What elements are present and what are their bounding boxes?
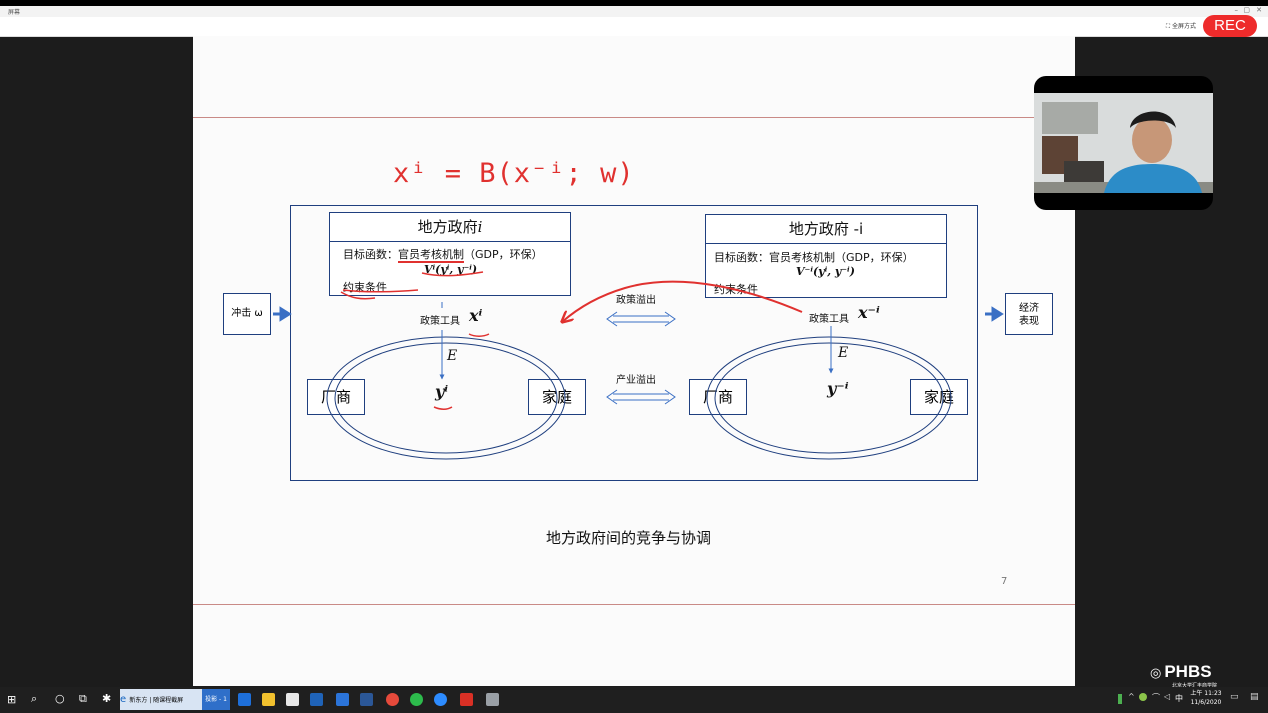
shock-box: 冲击 ω [223, 293, 271, 335]
output-y-neg-i: y⁻ⁱ [827, 379, 849, 398]
rec-badge[interactable]: REC [1203, 15, 1257, 37]
handwritten-underlines [340, 271, 490, 410]
industry-spillover-label: 产业溢出 [616, 375, 656, 386]
calculator-icon[interactable] [486, 693, 499, 706]
pdf-reader-icon[interactable] [460, 693, 473, 706]
slide: xⁱ = B(x⁻ⁱ; w) 地方政府i 目标函数：官员考核机制（GDP，环保）… [193, 36, 1075, 686]
ellipse-left [326, 336, 566, 460]
handwritten-formula: xⁱ = B(x⁻ⁱ; w) [393, 158, 635, 189]
file-explorer-icon[interactable] [262, 693, 275, 706]
zoom-icon[interactable] [434, 693, 447, 706]
action-center-icon[interactable]: ▤ [1250, 692, 1259, 702]
diagram-frame [290, 205, 978, 481]
ime-indicator[interactable]: 中 [1175, 694, 1183, 703]
gov-i-box: 地方政府i 目标函数：官员考核机制（GDP，环保） Vⁱ(yⁱ, y⁻ⁱ) 约束… [329, 212, 571, 296]
policy-tool-x-neg-i: x⁻ⁱ [858, 303, 880, 322]
tray-overflow-icon[interactable]: ^ [1128, 692, 1135, 701]
edge-icon: e [120, 694, 130, 705]
word-icon[interactable] [360, 693, 373, 706]
windows-start-icon[interactable]: ⊞ [7, 693, 17, 706]
gov-i-title: 地方政府i [330, 213, 570, 242]
shock-arrow [273, 306, 292, 322]
handwritten-spillover-arrow [562, 280, 803, 322]
webcam-preview[interactable] [1034, 76, 1213, 210]
notification-icon[interactable]: ▭ [1230, 692, 1239, 702]
mail-icon[interactable] [310, 693, 323, 706]
slide-caption: 地方政府间的竞争与协调 [546, 529, 712, 547]
fullscreen-button[interactable]: ⛶ 全屏方式 [1165, 23, 1196, 30]
industry-spillover-arrow [606, 389, 676, 405]
presenter-video [1034, 93, 1213, 193]
taskbar: ⊞ ⌕ ○ ⧉ ✱ e 新东方 | 随课程截屏 投影 - 1 ^ ⌒ ◁ 中 上… [0, 687, 1268, 713]
university-seal-icon: ◎ [1150, 665, 1162, 680]
maximize-icon[interactable]: ▢ [1243, 6, 1250, 14]
wechat-icon[interactable] [410, 693, 423, 706]
taskbar-active-app[interactable]: 投影 - 1 [202, 689, 230, 710]
task-view-icon[interactable]: ⧉ [79, 692, 87, 705]
slide-bottom-rule [193, 604, 1075, 605]
outlook-icon[interactable] [336, 693, 349, 706]
policy-tool-xi: xⁱ [469, 306, 483, 325]
taskbar-clock[interactable]: 上午 11:23 11/6/2020 [1190, 690, 1222, 706]
app-icon[interactable]: ✱ [102, 692, 112, 705]
e-label-left: E [447, 348, 458, 364]
title-bar: 屏幕 – ▢ ✕ [0, 6, 1268, 17]
tray-app-icon[interactable] [1139, 693, 1147, 701]
output-yi: yⁱ [435, 382, 449, 401]
e-label-right: E [838, 345, 849, 361]
edge-browser-icon[interactable] [238, 693, 251, 706]
firm-box-left: 厂商 [307, 379, 365, 415]
household-box-right: 家庭 [910, 379, 968, 415]
gov-neg-i-objective: 目标函数：官员考核机制（GDP，环保） [714, 251, 914, 264]
gov-i-objective: 目标函数：官员考核机制（GDP，环保） [343, 248, 543, 263]
battery-icon[interactable] [1118, 694, 1122, 704]
page-number: 7 [1001, 576, 1008, 587]
policy-tool-label-right: 政策工具 [809, 314, 849, 325]
econ-performance-box: 经济 表现 [1005, 293, 1053, 335]
volume-icon[interactable]: ◁ [1164, 692, 1171, 701]
top-black-strip [0, 0, 1268, 6]
econ-arrow [985, 306, 1004, 322]
minimize-icon[interactable]: – [1234, 6, 1239, 14]
policy-spillover-label: 政策溢出 [616, 295, 656, 306]
cortana-icon[interactable]: ○ [55, 692, 65, 705]
gov-i-value-function: Vⁱ(yⁱ, y⁻ⁱ) [424, 263, 478, 276]
taskbar-browser-tab[interactable]: e 新东方 | 随课程截屏 [120, 689, 202, 710]
policy-tool-label-left: 政策工具 [420, 316, 460, 327]
gov-neg-i-title: 地方政府 -i [706, 215, 946, 244]
slide-top-rule [193, 117, 1075, 118]
close-icon[interactable]: ✕ [1256, 6, 1262, 14]
fullscreen-icon: ⛶ [1165, 23, 1172, 30]
viewer-toolbar: ⛶ 全屏方式 [0, 17, 1268, 37]
policy-spillover-arrow [606, 311, 676, 327]
network-icon[interactable]: ⌒ [1152, 693, 1160, 702]
ellipse-right [706, 336, 952, 460]
gov-neg-i-box: 地方政府 -i 目标函数：官员考核机制（GDP，环保） V⁻ⁱ(yⁱ, y⁻ⁱ)… [705, 214, 947, 298]
phbs-logo: ◎PHBS 北京大学汇丰商学院 [1150, 662, 1218, 689]
search-icon[interactable]: ⌕ [31, 692, 38, 705]
chrome-icon[interactable] [386, 693, 399, 706]
window-title: 屏幕 [8, 9, 21, 16]
gov-neg-i-value-function: V⁻ⁱ(yⁱ, y⁻ⁱ) [796, 265, 855, 278]
store-icon[interactable] [286, 693, 299, 706]
diagram-graphics [273, 271, 1004, 460]
